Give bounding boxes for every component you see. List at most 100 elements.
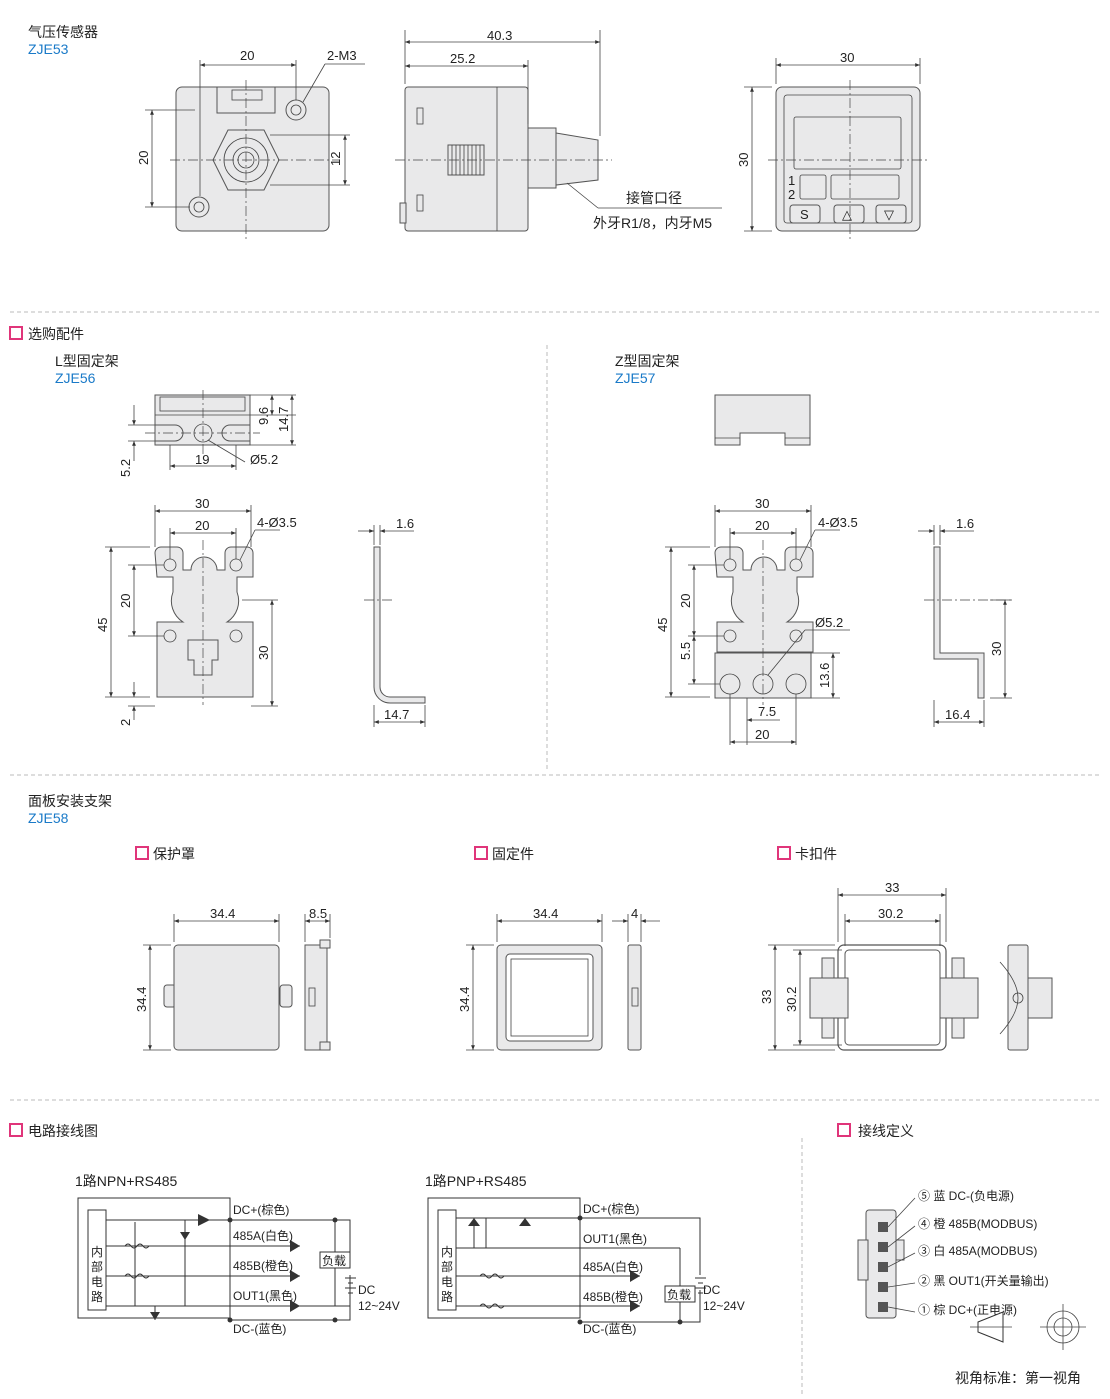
pnp-wire-3: 485B(橙色)	[583, 1289, 643, 1304]
sensor-display-view: 1 2 S △ ▽ 30 30	[736, 50, 930, 240]
zbracket-side-h: 30	[989, 642, 1004, 656]
sensor-title: 气压传感器	[28, 24, 98, 40]
clip-h2: 30.2	[784, 987, 799, 1012]
lbracket-side-view: 1.6 14.7	[358, 516, 426, 727]
npn-wire-4: DC-(蓝色)	[233, 1322, 286, 1336]
clip-title: 卡扣件	[795, 846, 837, 862]
zbracket-front-h-total: 45	[655, 618, 670, 632]
disp-width: 30	[840, 50, 854, 65]
zbracket-front-holes: 4-Ø3.5	[818, 515, 858, 530]
pin-3: ③ 白 485A(MODBUS)	[918, 1243, 1037, 1258]
fix-title: 固定件	[492, 846, 534, 862]
zbracket-front-w1: 30	[755, 496, 769, 511]
lbracket-top-d3: 5.2	[118, 459, 133, 477]
fix-marker-icon	[474, 846, 488, 860]
zbracket-side-view: 1.6 30 16.4	[918, 516, 1012, 727]
zbracket-title: Z型固定架	[615, 353, 680, 369]
zbracket-front-h-low: 5.5	[678, 642, 693, 660]
lbracket-side-depth: 14.7	[384, 707, 409, 722]
lbracket-front-holes: 4-Ø3.5	[257, 515, 297, 530]
zbracket-front-view: 30 20 4-Ø3.5 Ø5.2 45 20 5.5 13.6 7.5 20	[655, 496, 858, 745]
fix-drawing: 34.4 34.4 4	[457, 906, 660, 1051]
cover-title: 保护罩	[153, 846, 195, 862]
sensor-front-height: 20	[136, 151, 151, 165]
npn-wire-3: OUT1(黑色)	[233, 1289, 297, 1303]
zbracket-front-h-mid: 20	[678, 594, 693, 608]
fix-w: 34.4	[533, 906, 558, 921]
pnp-wire-2: 485A(白色)	[583, 1259, 643, 1274]
cover-h: 34.4	[134, 987, 149, 1012]
clip-marker-icon	[777, 846, 791, 860]
npn-load: 负载	[322, 1254, 346, 1268]
first-angle-projection-icon	[970, 1304, 1086, 1350]
accessories-heading: 选购配件	[28, 326, 84, 342]
sensor-front-hole: 2-M3	[327, 48, 357, 63]
fix-h: 34.4	[457, 987, 472, 1012]
lbracket-top-view: 19 Ø5.2 9.6 14.7 5.2	[118, 390, 296, 477]
pin-def-heading: 接线定义	[858, 1123, 914, 1139]
pnp-internal-0: 内	[441, 1245, 453, 1259]
connector-drawing	[857, 1197, 916, 1319]
npn-dc: DC	[358, 1283, 376, 1297]
lbracket-front-w1: 30	[195, 496, 209, 511]
lbracket-front-h-low: 30	[256, 646, 271, 660]
clip-drawing: 33 30.2 33 30.2	[759, 880, 1053, 1051]
pin-5: ⑤ 蓝 DC-(负电源)	[918, 1189, 1014, 1203]
port-title: 接管口径	[626, 190, 682, 206]
cover-drawing: 34.4 34.4 8.5	[134, 906, 331, 1051]
disp-n2: 2	[788, 187, 795, 202]
zbracket-front-h-right: 13.6	[817, 663, 832, 688]
cover-w: 34.4	[210, 906, 235, 921]
lbracket-top-d1: 9.6	[256, 407, 271, 425]
sensor-side-view: 40.3 25.2 接管口径 外牙R1/8，内牙M5	[395, 28, 722, 232]
npn-wire-0: DC+(棕色)	[233, 1202, 289, 1217]
pnp-circuit: 1路PNP+RS485 内 部 电 路 负载 DC 12~24V DC+(棕色)…	[425, 1173, 745, 1336]
pnp-internal-2: 电	[441, 1275, 453, 1289]
clip-w1: 33	[885, 880, 899, 895]
npn-title: 1路NPN+RS485	[75, 1173, 178, 1189]
zbracket-top-view	[714, 394, 811, 446]
pnp-dc: DC	[703, 1283, 721, 1297]
lbracket-top-d4: 19	[195, 452, 209, 467]
lbracket-top-d2: 14.7	[276, 407, 291, 432]
clip-w2: 30.2	[878, 906, 903, 921]
npn-wire-2: 485B(橙色)	[233, 1258, 293, 1273]
lbracket-front-view: 30 20 4-Ø3.5 45 20 30 2	[95, 496, 297, 726]
npn-volt: 12~24V	[358, 1299, 400, 1313]
npn-circuit: 1路NPN+RS485 内 部 电 路 负载 DC 12~24V DC+(棕色)…	[75, 1173, 400, 1336]
zbracket-side-depth: 16.4	[945, 707, 970, 722]
sensor-side-total: 40.3	[487, 28, 512, 43]
lbracket-front-h-bot: 2	[118, 719, 133, 726]
lbracket-front-h-mid: 20	[118, 594, 133, 608]
disp-n1: 1	[788, 173, 795, 188]
pnp-wire-4: DC-(蓝色)	[583, 1322, 636, 1336]
pnp-title: 1路PNP+RS485	[425, 1173, 527, 1189]
pin-def-marker-icon	[837, 1123, 851, 1137]
npn-internal-3: 路	[91, 1289, 103, 1304]
pnp-volt: 12~24V	[703, 1299, 745, 1313]
pin-1: ① 棕 DC+(正电源)	[918, 1302, 1017, 1317]
panel-mount-code: ZJE58	[28, 810, 69, 826]
zbracket-front-w2: 20	[755, 518, 769, 533]
lbracket-top-hole: Ø5.2	[250, 452, 278, 467]
sensor-front-view: 20 2-M3 20 12	[136, 48, 365, 240]
fix-d: 4	[631, 906, 638, 921]
button-down-icon: ▽	[884, 207, 894, 222]
npn-wire-1: 485A(白色)	[233, 1228, 293, 1243]
npn-internal-2: 电	[91, 1275, 103, 1289]
npn-internal-1: 部	[91, 1259, 103, 1274]
lbracket-front-h-total: 45	[95, 618, 110, 632]
zbracket-front-b2: 20	[755, 727, 769, 742]
zbracket-side-t: 1.6	[956, 516, 974, 531]
sensor-front-width: 20	[240, 48, 254, 63]
button-up-icon: △	[842, 207, 852, 222]
panel-mount-heading: 面板安装支架	[28, 793, 112, 809]
pnp-internal-1: 部	[441, 1259, 453, 1274]
pnp-internal-3: 路	[441, 1289, 453, 1304]
zbracket-front-hole2: Ø5.2	[815, 615, 843, 630]
pnp-wire-1: OUT1(黑色)	[583, 1232, 647, 1246]
pnp-wire-0: DC+(棕色)	[583, 1201, 639, 1216]
clip-h1: 33	[759, 990, 774, 1004]
sensor-front-offset: 12	[328, 152, 343, 166]
sensor-code: ZJE53	[28, 41, 69, 57]
